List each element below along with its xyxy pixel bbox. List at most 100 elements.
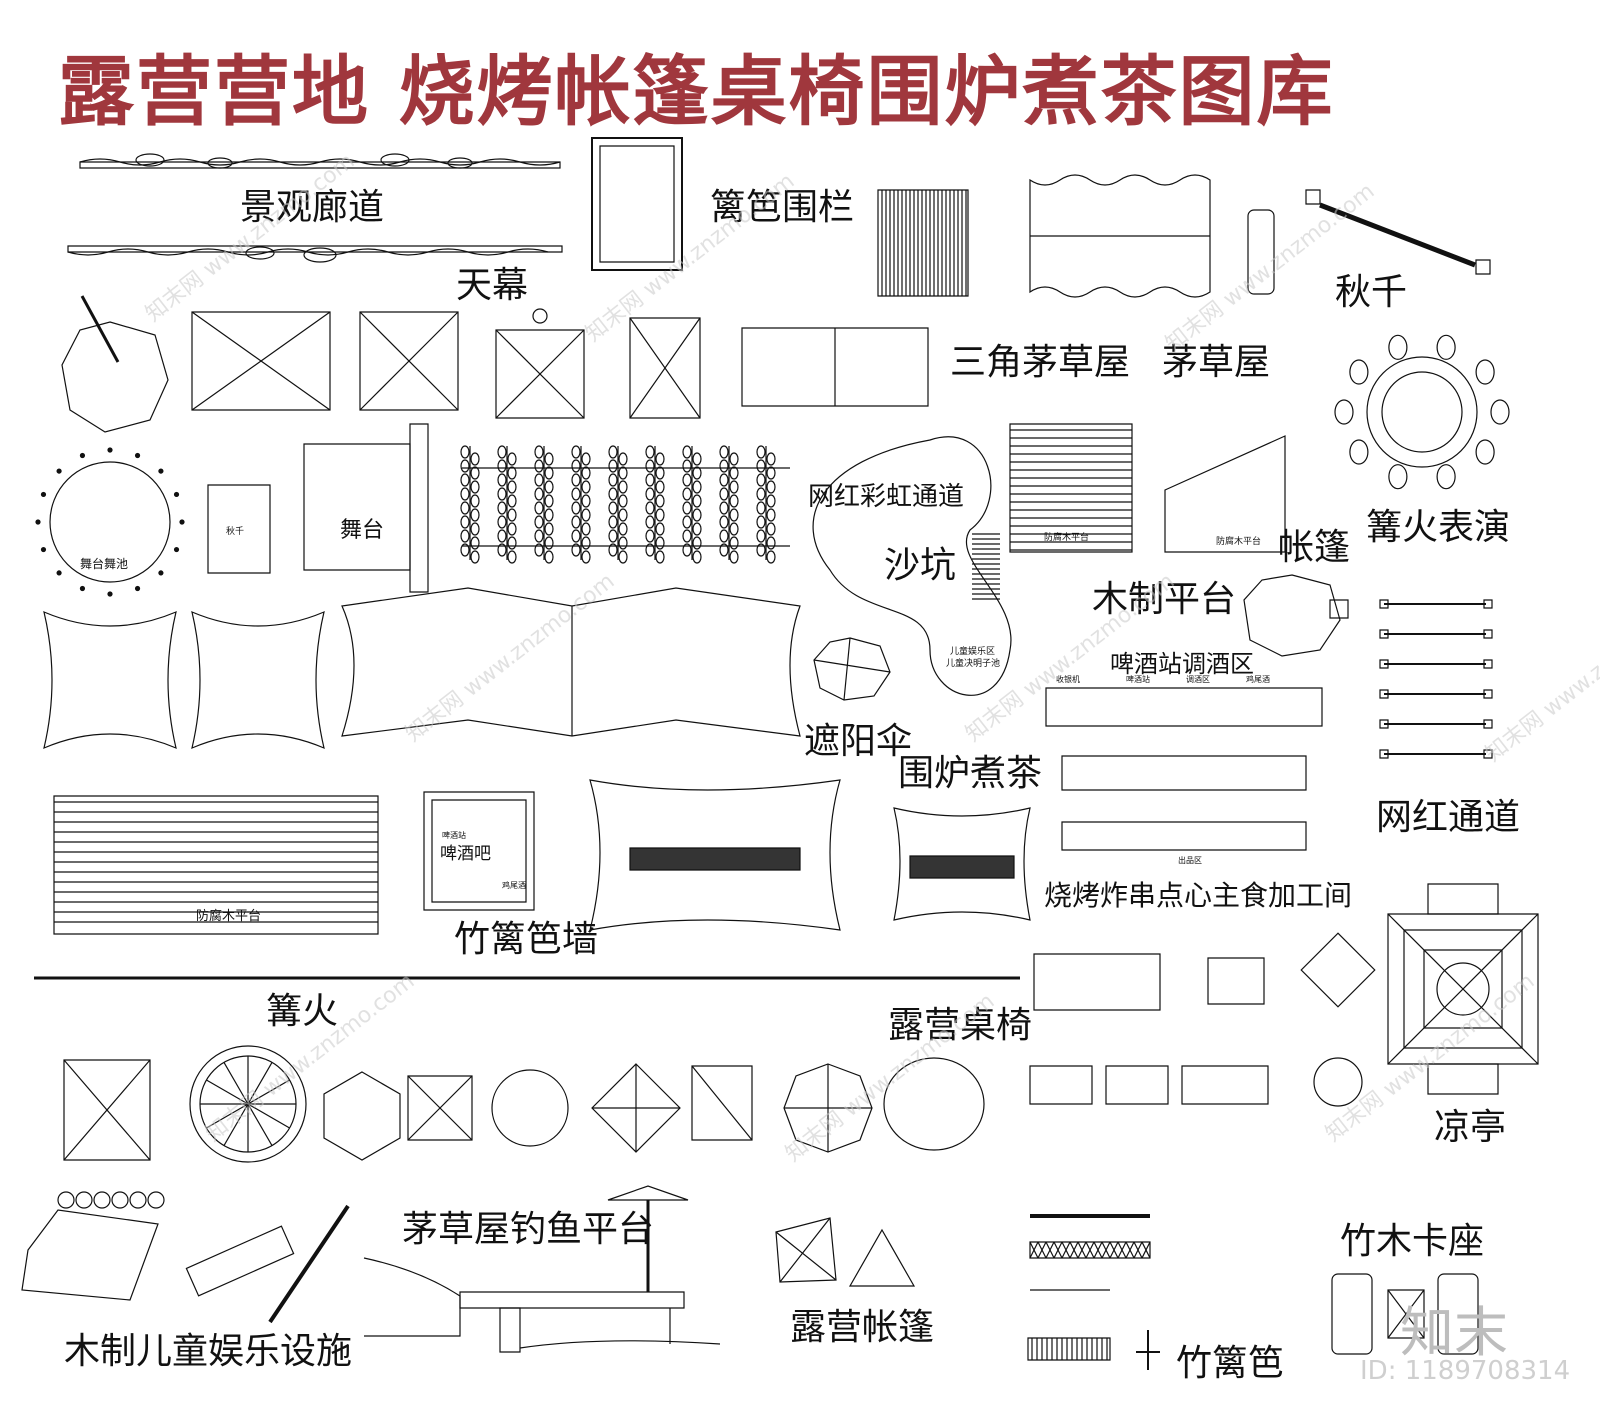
- stageDots-stroke: [159, 571, 163, 575]
- stageDots-stroke: [175, 548, 179, 552]
- vines-stroke: [609, 530, 617, 542]
- camp-tables-drawing: [1030, 933, 1375, 1106]
- netBars-stroke: [1380, 720, 1388, 728]
- vines-stroke: [720, 502, 728, 514]
- balloons-stroke: [76, 1192, 92, 1208]
- vines-stroke: [545, 481, 553, 493]
- netBars-stroke: [1484, 690, 1492, 698]
- netBars-stroke: [1380, 630, 1388, 638]
- lattice-stroke: [1030, 1242, 1038, 1258]
- vines-stroke: [582, 453, 590, 465]
- vines-stroke: [471, 495, 479, 507]
- vines-stroke: [545, 551, 553, 563]
- netBars-stroke: [1484, 660, 1492, 668]
- netBars-stroke: [1484, 600, 1492, 608]
- vines-stroke: [767, 551, 775, 563]
- vines-stroke: [508, 481, 516, 493]
- netBars-stroke: [1484, 750, 1492, 758]
- vines-stroke: [471, 481, 479, 493]
- vines-stroke: [508, 467, 516, 479]
- vines-stroke: [683, 502, 691, 514]
- vines-stroke: [609, 488, 617, 500]
- label-wood-deck-a: 防腐木平台: [1044, 533, 1090, 543]
- lattice-stroke: [1142, 1242, 1150, 1258]
- label-bar-sub-3: 调酒区: [1186, 675, 1210, 684]
- fence-drawing: [592, 138, 682, 270]
- vines-stroke: [545, 467, 553, 479]
- netBars-stroke: [1484, 720, 1492, 728]
- vines-stroke: [582, 481, 590, 493]
- vines-stroke: [757, 474, 765, 486]
- label-bar-sub-4: 鸡尾酒: [1246, 675, 1270, 684]
- label-swing: 秋千: [1335, 272, 1408, 313]
- vines-stroke: [619, 509, 627, 521]
- image-id: ID: 1189708314: [1360, 1356, 1571, 1386]
- label-swing-small: 秋千: [226, 527, 245, 537]
- bonfireStones-stroke: [1350, 360, 1368, 384]
- vines-stroke: [508, 537, 516, 549]
- vines-stroke: [619, 481, 627, 493]
- vines-stroke: [730, 495, 738, 507]
- bonfireStones-stroke: [1476, 360, 1494, 384]
- vines-stroke: [646, 544, 654, 556]
- stageDots-stroke: [175, 492, 179, 496]
- vines-stroke: [646, 530, 654, 542]
- vines-stroke: [545, 495, 553, 507]
- wheelSpokes-stroke: [248, 1080, 290, 1104]
- vines-stroke: [730, 551, 738, 563]
- vines-stroke: [730, 537, 738, 549]
- stageDots-stroke: [80, 453, 84, 457]
- label-bamboo-booth: 竹木卡座: [1340, 1221, 1485, 1262]
- vines-stroke: [730, 453, 738, 465]
- label-bar-sub-2: 啤酒站: [1126, 675, 1150, 684]
- vines-stroke: [535, 516, 543, 528]
- vines-stroke: [609, 474, 617, 486]
- lattice-stroke: [1062, 1242, 1070, 1258]
- vines-stroke: [508, 551, 516, 563]
- wheelSpokes-stroke: [248, 1104, 272, 1146]
- label-camp-furniture: 露营桌椅: [888, 1005, 1033, 1046]
- bonfireStones-stroke: [1437, 335, 1455, 359]
- stageDots-stroke: [57, 469, 61, 473]
- balloons-stroke: [94, 1192, 110, 1208]
- label-triangle-hut: 三角茅草屋: [950, 342, 1131, 383]
- vines-stroke: [683, 460, 691, 472]
- lattice-stroke: [1038, 1242, 1046, 1258]
- vines-stroke: [461, 446, 469, 458]
- umbrella-row-drawing: [64, 1046, 984, 1162]
- vines-stroke: [619, 537, 627, 549]
- page-title: 露营营地 烧烤帐篷桌椅围炉煮茶图库: [58, 47, 1335, 136]
- pavilion-drawing: [1388, 884, 1538, 1094]
- vines-stroke: [471, 509, 479, 521]
- net-path-drawing: [1380, 600, 1492, 758]
- label-net-path: 网红通道: [1376, 797, 1521, 838]
- vines-stroke: [693, 453, 701, 465]
- bonfireStones-stroke: [1389, 465, 1407, 489]
- vines-stroke: [767, 453, 775, 465]
- stageDots-stroke: [41, 492, 45, 496]
- vines-stroke: [535, 530, 543, 542]
- vines-stroke: [683, 474, 691, 486]
- vines-stroke: [757, 544, 765, 556]
- vines-stroke: [461, 516, 469, 528]
- lattice-stroke: [1118, 1242, 1126, 1258]
- vines-stroke: [471, 551, 479, 563]
- beer-station-drawing: [1046, 688, 1322, 850]
- lattice-stroke: [1094, 1242, 1102, 1258]
- bamboo-booth-drawing: [1332, 1274, 1478, 1354]
- vines-stroke: [619, 551, 627, 563]
- vines-stroke: [508, 453, 516, 465]
- vines-stroke: [683, 488, 691, 500]
- vines-stroke: [730, 523, 738, 535]
- vines-stroke: [508, 509, 516, 521]
- stageDots-stroke: [41, 548, 45, 552]
- label-rainbow-path: 网红彩虹通道: [808, 482, 965, 512]
- label-bonfire-show: 篝火表演: [1366, 507, 1511, 548]
- vines-stroke: [767, 467, 775, 479]
- vines-stroke: [461, 488, 469, 500]
- vines-stroke: [535, 474, 543, 486]
- vines-stroke: [693, 467, 701, 479]
- vines-stroke: [683, 530, 691, 542]
- vines-stroke: [646, 516, 654, 528]
